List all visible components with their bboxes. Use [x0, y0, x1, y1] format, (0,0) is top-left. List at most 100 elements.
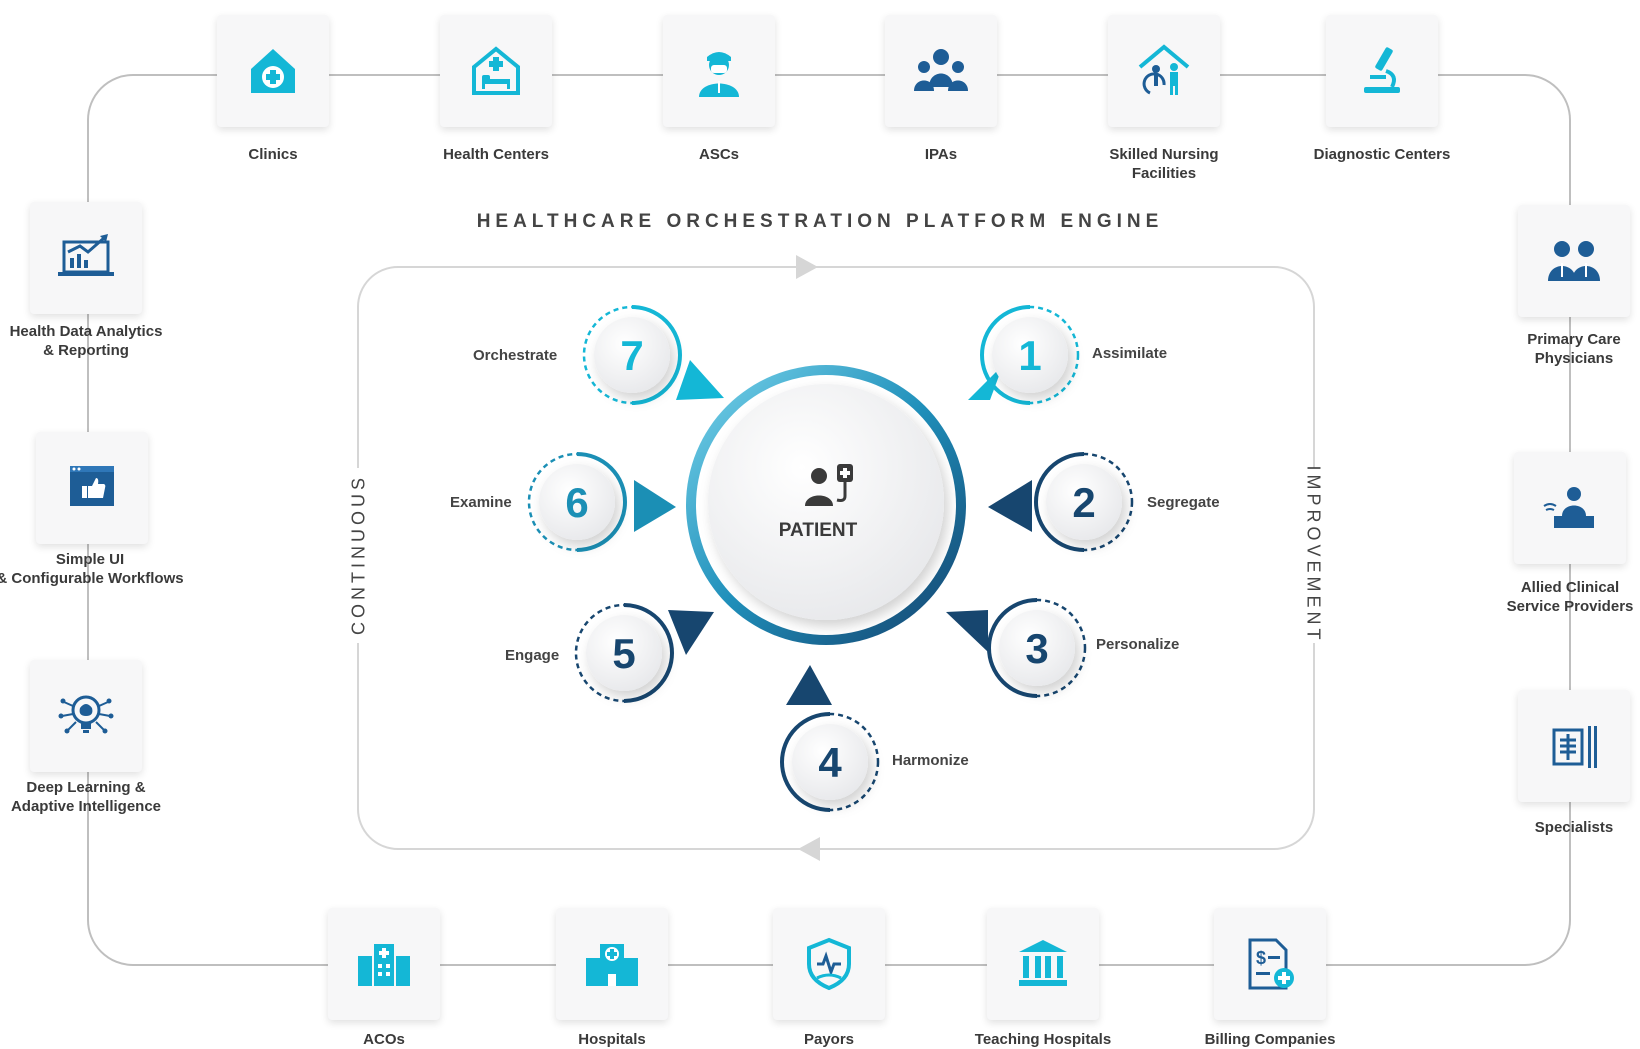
- step-label-2: Segregate: [1147, 494, 1220, 511]
- step-number-5: 5: [612, 630, 635, 677]
- step-solid-arc-1: [980, 305, 1031, 405]
- node-health-data-analytics: [30, 202, 142, 314]
- label-primary-care: Primary Care Physicians: [1527, 331, 1621, 367]
- label-allied-clinical: Allied Clinical Service Providers: [1506, 579, 1634, 615]
- step-arrow-5: [668, 610, 714, 655]
- step-circle-2: 2: [1034, 452, 1134, 552]
- node-clinics: [217, 15, 329, 127]
- step-label-3: Personalize: [1096, 636, 1180, 653]
- analytics-icon: [58, 234, 114, 276]
- xray-icon: [1552, 726, 1597, 768]
- node-ipas: [885, 15, 997, 127]
- step-label-7: Orchestrate: [473, 347, 558, 364]
- step-circle-6: 6: [527, 452, 627, 552]
- step-number-7: 7: [620, 332, 643, 379]
- step-number-1: 1: [1018, 332, 1041, 379]
- label-hospitals: Hospitals: [578, 1031, 646, 1048]
- label-health-data-analytics: Health Data Analytics & Reporting: [9, 323, 163, 359]
- node-allied-clinical: [1514, 452, 1626, 564]
- step-disc-3: [999, 610, 1075, 686]
- label-teaching-hospitals: Teaching Hospitals: [974, 1031, 1112, 1048]
- step-label-6: Examine: [450, 494, 512, 511]
- group-icon: [914, 49, 968, 91]
- label-acos: ACOs: [363, 1031, 405, 1048]
- step-number-4: 4: [818, 739, 842, 786]
- patient-iv-icon: [805, 464, 853, 506]
- step-disc-7: [594, 317, 670, 393]
- node-acos: [328, 908, 440, 1020]
- step-circles: 1 2 3 4 5 6 7: [527, 305, 1134, 812]
- step-solid-arc-4: [780, 712, 831, 812]
- node-simple-ui: [36, 432, 148, 544]
- step-disc-1: [992, 317, 1068, 393]
- step-circle-4: 4: [780, 712, 880, 812]
- provider-desk-icon: [1543, 487, 1594, 528]
- step-solid-arc-2: [1034, 452, 1085, 552]
- step-disc-5: [586, 615, 662, 691]
- surgeon-icon: [699, 52, 739, 97]
- step-solid-arc-3: [987, 598, 1038, 698]
- step-circle-1: 1: [980, 305, 1080, 405]
- node-hospitals: [556, 908, 668, 1020]
- step-solid-arc-7: [631, 305, 682, 405]
- brain-bulb-icon: [58, 695, 114, 734]
- step-arrow-1: [968, 365, 1003, 400]
- label-payors: Payors: [803, 1031, 855, 1048]
- buildings-icon: [358, 944, 410, 986]
- label-simple-ui: Simple UI & Configurable Workflows: [0, 551, 184, 587]
- step-number-3: 3: [1025, 625, 1048, 672]
- shield-care-icon: [807, 937, 851, 991]
- step-number-2: 2: [1072, 479, 1095, 526]
- step-number-6: 6: [565, 479, 588, 526]
- step-arrow-4: [786, 665, 832, 705]
- step-disc-2: [1046, 464, 1122, 540]
- svg-text:$: $: [1256, 948, 1266, 968]
- loop-arrow-bottom: [798, 837, 820, 861]
- node-billing-companies: $: [1214, 908, 1326, 1020]
- node-deep-learning: [30, 660, 142, 772]
- health-center-icon: [472, 46, 520, 95]
- step-disc-4: [792, 724, 868, 800]
- billing-doc-icon: $: [1248, 938, 1294, 990]
- physicians-icon: [1548, 241, 1600, 281]
- label-diagnostic-centers: Diagnostic Centers: [1313, 146, 1451, 163]
- label-deep-learning: Deep Learning & Adaptive Intelligence: [10, 779, 162, 815]
- node-payors: [773, 908, 885, 1020]
- ui-thumbs-up-icon: [70, 466, 114, 506]
- diagram-title: HEALTHCARE ORCHESTRATION PLATFORM ENGINE: [476, 211, 1164, 232]
- step-arrow-6: [634, 480, 676, 532]
- nursing-home-icon: [1138, 44, 1190, 95]
- institution-icon: [1019, 940, 1067, 986]
- label-skilled-nursing: Skilled Nursing Facilities: [1109, 146, 1219, 182]
- node-primary-care: [1518, 205, 1630, 317]
- loop-arrow-top: [796, 255, 818, 279]
- step-label-4: Harmonize: [892, 752, 969, 769]
- step-circle-3: 3: [987, 598, 1087, 698]
- step-solid-arc-6: [576, 452, 627, 552]
- label-specialists: Specialists: [1534, 819, 1614, 836]
- node-health-centers: [440, 15, 552, 127]
- step-circle-7: 7: [582, 305, 682, 405]
- label-ipas: IPAs: [924, 146, 958, 163]
- label-clinics: Clinics: [248, 146, 298, 163]
- node-skilled-nursing: [1108, 15, 1220, 127]
- node-diagnostic-centers: [1326, 15, 1438, 127]
- step-arrows: [634, 360, 1032, 705]
- node-specialists: [1518, 690, 1630, 802]
- label-ascs: ASCs: [698, 146, 739, 163]
- step-solid-arc-5: [623, 603, 674, 703]
- step-circle-5: 5: [574, 603, 674, 703]
- step-arrow-3: [946, 610, 988, 652]
- patient-label: PATIENT: [778, 520, 858, 541]
- node-ascs: [663, 15, 775, 127]
- hospital-icon: [586, 944, 638, 986]
- step-label-1: Assimilate: [1092, 345, 1168, 362]
- label-health-centers: Health Centers: [443, 146, 549, 163]
- node-teaching-hospitals: [987, 908, 1099, 1020]
- step-disc-6: [539, 464, 615, 540]
- microscope-icon: [1364, 47, 1400, 93]
- step-arrow-2: [988, 480, 1032, 532]
- clinic-icon: [251, 49, 295, 93]
- label-billing-companies: Billing Companies: [1204, 1031, 1336, 1048]
- side-label-continuous: CONTINUOUS: [348, 474, 369, 635]
